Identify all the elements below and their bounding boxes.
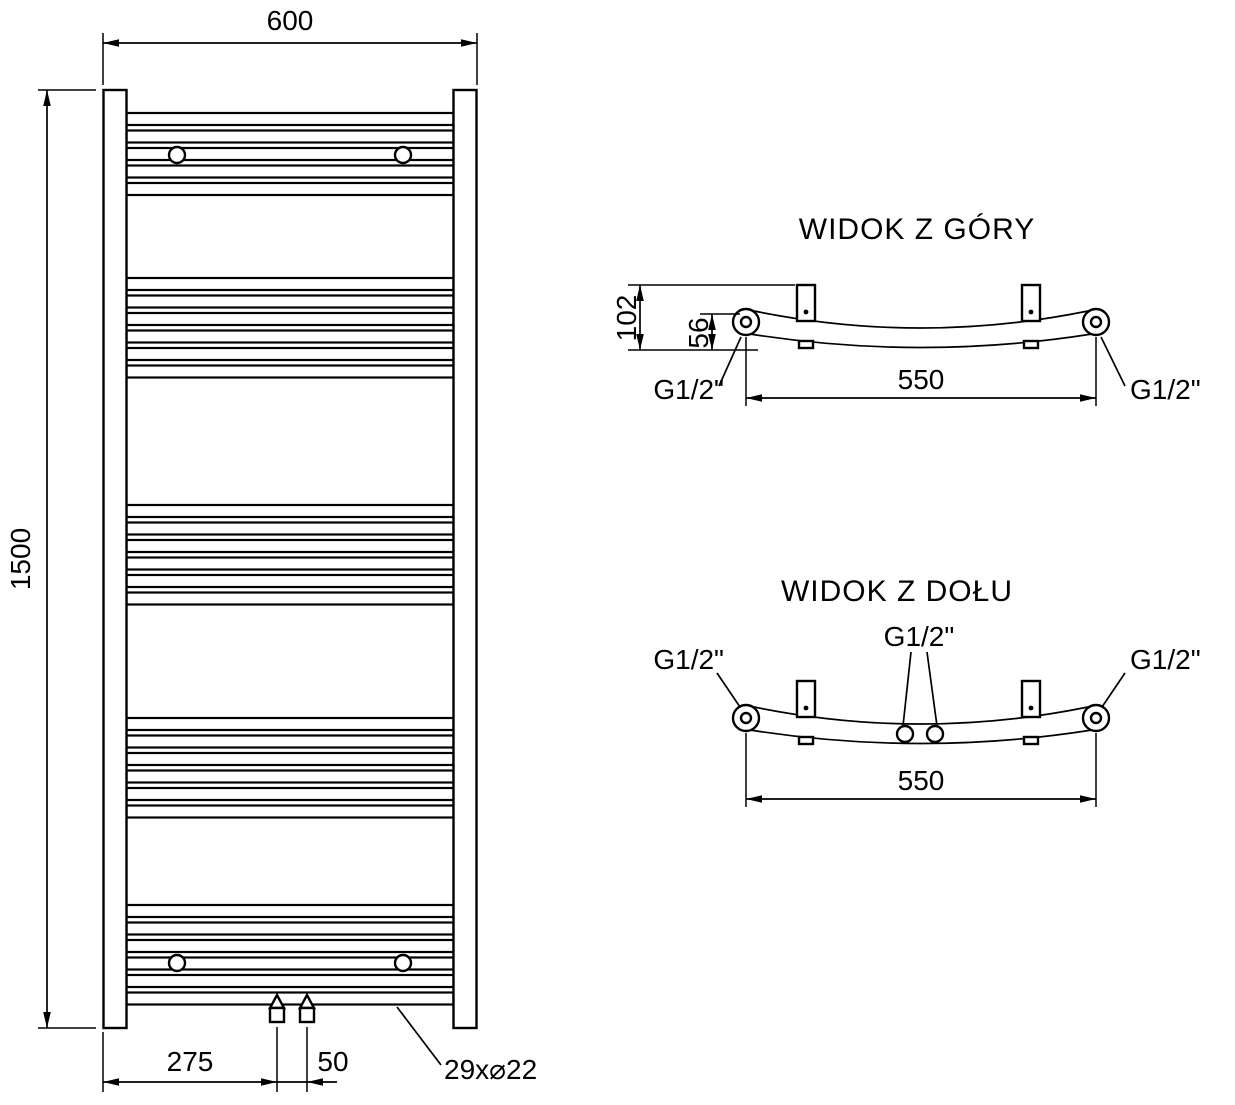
dimension-width: 600: [102, 5, 478, 85]
mount-hole-top-right: [393, 145, 413, 165]
radiator-tube: [125, 364, 455, 379]
bottom-end-right: [1081, 703, 1111, 733]
bottom-band-lower-edge: [749, 729, 1093, 745]
radiator-tubes-group: [125, 111, 455, 1006]
mount-hole-bottom-right: [393, 953, 413, 973]
radiator-tube: [125, 164, 455, 179]
thread-bottom-center-label: G1/2": [884, 621, 955, 652]
radiator-tube: [125, 556, 455, 571]
radiator-tube: [125, 769, 455, 784]
dim-102-label: 102: [611, 295, 642, 342]
bottom-bracket-right: [1020, 679, 1042, 746]
top-view-title: WIDOK Z GÓRY: [799, 213, 1035, 246]
radiator-tube: [125, 591, 455, 606]
radiator-tube: [125, 751, 455, 767]
radiator-tube: [125, 503, 455, 519]
radiator-tube: [125, 276, 455, 292]
bottom-view: WIDOK Z DOŁU G1: [653, 575, 1201, 807]
dim-275-label: 275: [167, 1046, 214, 1077]
top-bracket-right: [1020, 283, 1042, 350]
mount-hole-bottom-left: [167, 953, 187, 973]
mount-hole-top-left: [167, 145, 187, 165]
thread-callout-bottom-left: G1/2": [653, 644, 741, 708]
top-bracket-left: [795, 283, 817, 350]
dimension-depth-total: 102: [611, 284, 795, 351]
top-end-right: [1081, 307, 1111, 337]
tube-count-label: 29x⌀22: [444, 1054, 537, 1085]
thread-top-right-label: G1/2": [1130, 374, 1201, 405]
radiator-tube: [125, 329, 455, 344]
dim-56-label: 56: [683, 317, 714, 348]
radiator-tube: [125, 181, 455, 197]
dimension-top-span: 550: [745, 337, 1097, 406]
radiator-tube: [125, 573, 455, 589]
thread-bottom-right-label: G1/2": [1130, 644, 1201, 675]
dimension-bottom-span: 550: [745, 733, 1097, 807]
top-view: WIDOK Z GÓRY 102: [611, 213, 1201, 406]
thread-callout-bottom-center: G1/2": [884, 621, 955, 727]
bottom-end-left: [731, 703, 761, 733]
thread-top-left-label: G1/2": [653, 374, 724, 405]
dim-550-bottom-label: 550: [898, 765, 945, 796]
radiator-tube: [125, 786, 455, 802]
dim-600-label: 600: [267, 5, 314, 36]
radiator-tube: [125, 521, 455, 536]
thread-callout-bottom-right: G1/2": [1101, 644, 1201, 708]
left-collector: [102, 88, 128, 1030]
radiator-tube: [125, 111, 455, 127]
radiator-tube: [125, 921, 455, 936]
top-end-left: [731, 307, 761, 337]
dimension-depth-tube: 56: [683, 313, 740, 350]
radiator-tube: [125, 938, 455, 954]
bottom-bracket-left: [795, 679, 817, 746]
radiator-tube: [125, 973, 455, 989]
thread-bottom-left-label: G1/2": [653, 644, 724, 675]
dimension-bottom: 275 50: [102, 1027, 349, 1092]
valve-right: [297, 992, 317, 1024]
right-collector: [452, 88, 478, 1030]
center-port-right: [925, 724, 945, 744]
bottom-view-title: WIDOK Z DOŁU: [781, 575, 1013, 608]
thread-callout-top-right: G1/2": [1100, 336, 1201, 405]
radiator-tube: [125, 294, 455, 309]
dimension-height: 1500: [5, 89, 96, 1029]
top-band-lower-edge: [749, 333, 1093, 349]
thread-callout-top-left: G1/2": [653, 336, 742, 405]
radiator-tube: [125, 716, 455, 732]
valve-left: [267, 992, 287, 1024]
radiator-tube: [125, 903, 455, 919]
radiator-tube: [125, 346, 455, 362]
radiator-tube: [125, 538, 455, 554]
radiator-tube: [125, 734, 455, 749]
radiator-tube: [125, 311, 455, 327]
front-view: 600 1500 275 50 29x⌀22: [5, 5, 537, 1092]
dim-550-top-label: 550: [898, 364, 945, 395]
radiator-tube: [125, 991, 455, 1006]
center-port-left: [895, 724, 915, 744]
dim-1500-label: 1500: [5, 528, 36, 590]
radiator-tube: [125, 129, 455, 144]
tube-callout: 29x⌀22: [396, 1006, 537, 1085]
dim-50-label: 50: [317, 1046, 348, 1077]
radiator-tube: [125, 804, 455, 819]
